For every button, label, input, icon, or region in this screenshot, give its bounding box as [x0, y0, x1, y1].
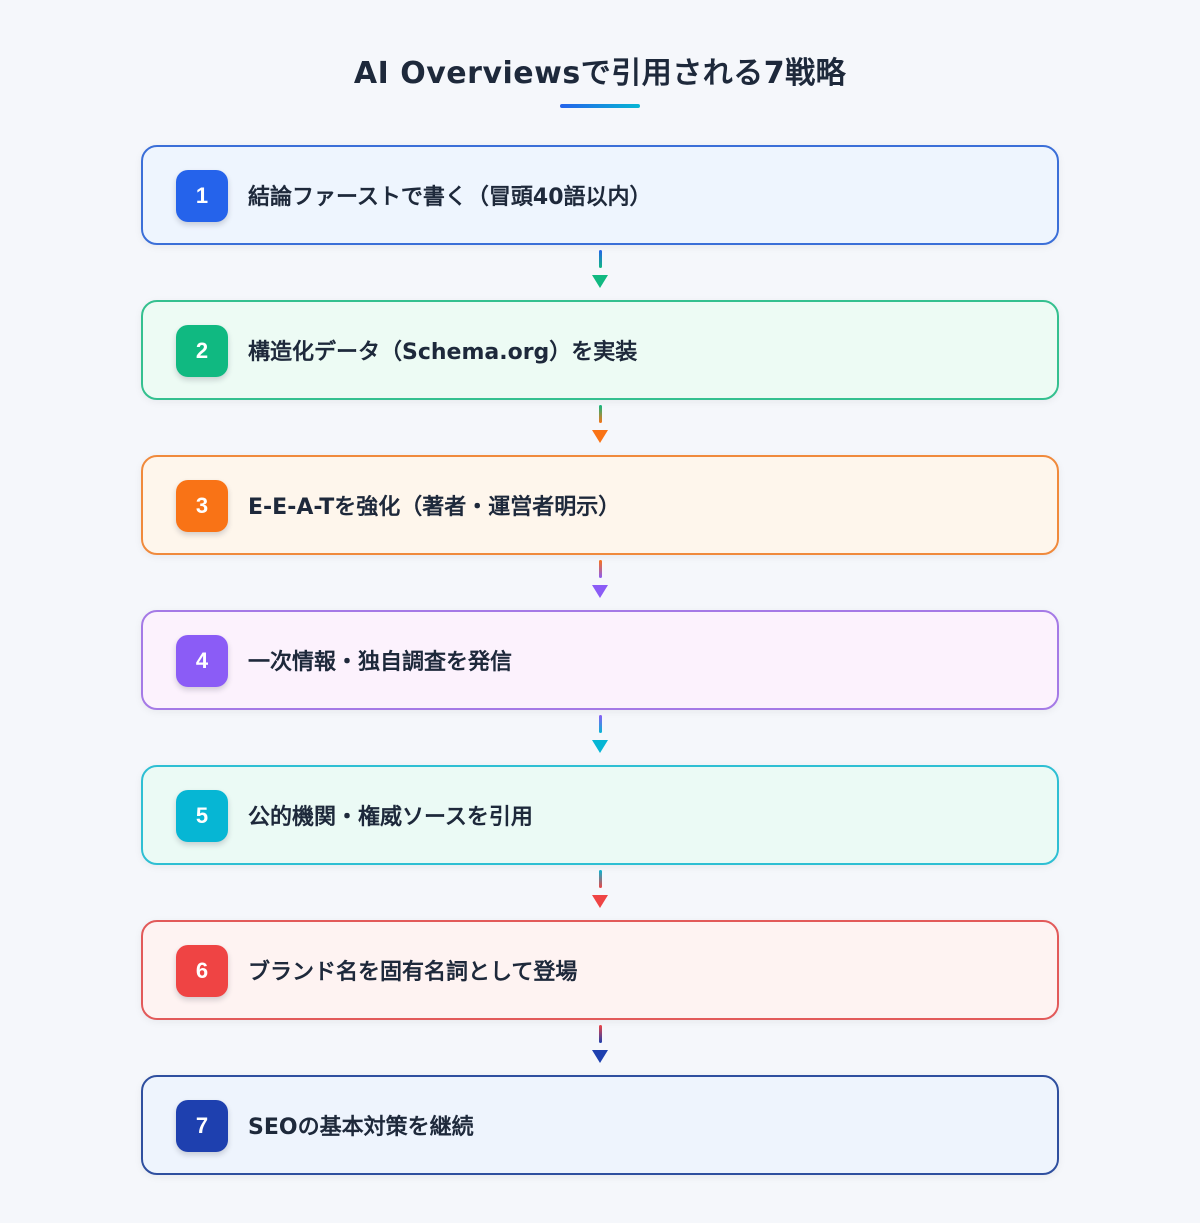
step-label: 公的機関・権威ソースを引用 — [248, 805, 533, 830]
step-label: 構造化データ（Schema.org）を実装 — [248, 340, 638, 365]
connector-arrow — [141, 1020, 1059, 1075]
step-3: 3 E-E-A-Tを強化（著者・運営者明示） — [141, 455, 1059, 555]
connector-arrow — [141, 710, 1059, 765]
connector-arrow — [141, 400, 1059, 455]
connector-line — [599, 870, 602, 888]
connector-arrow — [141, 245, 1059, 300]
connector-line — [599, 405, 602, 423]
strategy-flow: 1 結論ファーストで書く（冒頭40語以内） 2 構造化データ（Schema.or… — [141, 145, 1059, 1175]
connector-arrow — [141, 865, 1059, 920]
step-label: 結論ファーストで書く（冒頭40語以内） — [248, 185, 652, 210]
step-label: ブランド名を固有名詞として登場 — [248, 960, 578, 985]
step-4: 4 一次情報・独自調査を発信 — [141, 610, 1059, 710]
step-label: SEOの基本対策を継続 — [248, 1115, 474, 1140]
step-number-badge: 5 — [176, 790, 228, 842]
step-label: 一次情報・独自調査を発信 — [248, 650, 513, 675]
connector-line — [599, 715, 602, 733]
title-underline — [560, 104, 640, 108]
step-label: E-E-A-Tを強化（著者・運営者明示） — [248, 495, 621, 520]
arrow-down-icon — [592, 895, 608, 908]
step-5: 5 公的機関・権威ソースを引用 — [141, 765, 1059, 865]
step-number-badge: 1 — [176, 170, 228, 222]
connector-line — [599, 1025, 602, 1043]
step-7: 7 SEOの基本対策を継続 — [141, 1075, 1059, 1175]
step-1: 1 結論ファーストで書く（冒頭40語以内） — [141, 145, 1059, 245]
connector-arrow — [141, 555, 1059, 610]
page-title: AI Overviewsで引用される7戦略 — [353, 56, 847, 91]
step-number-badge: 7 — [176, 1100, 228, 1152]
arrow-down-icon — [592, 585, 608, 598]
step-6: 6 ブランド名を固有名詞として登場 — [141, 920, 1059, 1020]
connector-line — [599, 560, 602, 578]
step-number-badge: 6 — [176, 945, 228, 997]
arrow-down-icon — [592, 430, 608, 443]
step-number-badge: 3 — [176, 480, 228, 532]
arrow-down-icon — [592, 275, 608, 288]
step-number-badge: 4 — [176, 635, 228, 687]
connector-line — [599, 250, 602, 268]
step-number-badge: 2 — [176, 325, 228, 377]
step-2: 2 構造化データ（Schema.org）を実装 — [141, 300, 1059, 400]
arrow-down-icon — [592, 740, 608, 753]
arrow-down-icon — [592, 1050, 608, 1063]
